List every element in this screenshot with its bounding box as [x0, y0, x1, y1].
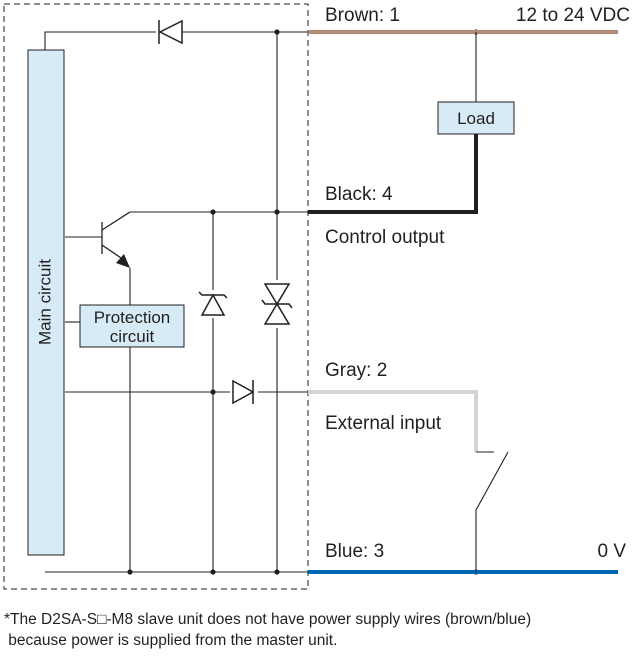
protection-circuit-block — [79, 304, 185, 348]
tvs-diode — [261, 280, 293, 328]
main-circuit-label: Main circuit — [35, 259, 54, 345]
zero-v-label: 0 V — [597, 541, 626, 562]
transistor-emitter-arrow — [116, 254, 130, 268]
footnote-line1: *The D2SA-S□-M8 slave unit does not have… — [4, 611, 532, 628]
black-label: Black: 4 — [325, 184, 393, 205]
gray-label: Gray: 2 — [325, 360, 387, 381]
control-output-label: Control output — [325, 227, 445, 248]
blue-label: Blue: 3 — [325, 541, 384, 562]
gray-wire — [308, 390, 478, 452]
footnote-line2: because power is supplied from the maste… — [4, 632, 338, 649]
unit-boundary — [3, 3, 309, 590]
output-transistor — [101, 211, 131, 261]
supply-diode — [156, 19, 183, 45]
protection-label-line1: Protection — [94, 308, 171, 327]
supply-label: 12 to 24 VDC — [516, 5, 630, 26]
protection-label-line2: circuit — [110, 327, 155, 346]
junction-dots — [127, 29, 479, 575]
brown-label: Brown: 1 — [325, 5, 400, 26]
load-label: Load — [457, 109, 495, 128]
zener-diode — [198, 290, 228, 318]
main-circuit-block — [27, 49, 65, 556]
external-input-label: External input — [325, 413, 442, 434]
load-box — [437, 101, 515, 135]
external-switch — [475, 451, 509, 572]
top-rail — [44, 31, 308, 50]
input-diode — [230, 379, 258, 405]
black-wire — [308, 134, 478, 214]
